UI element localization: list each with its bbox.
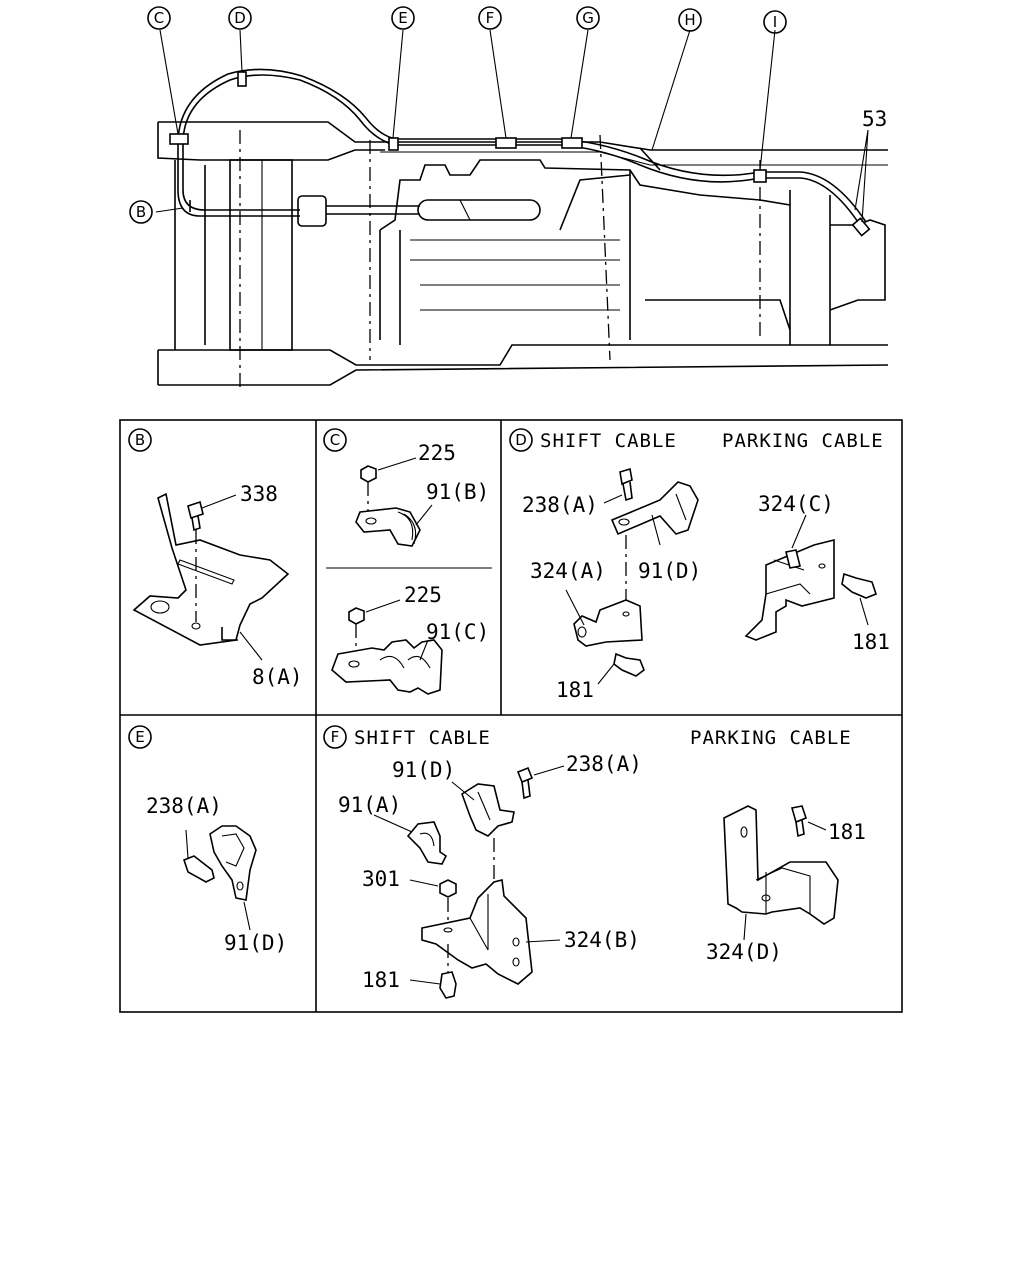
label-91b: 91(B) [426, 480, 489, 504]
callout-c: C [147, 6, 171, 30]
panel-f: F SHIFT CABLE PARKING CABLE 91(D) 238(A)… [323, 725, 866, 999]
callout-f-letter: F [486, 9, 495, 27]
label-181-f-right: 181 [828, 820, 866, 844]
callout-h: H [678, 8, 702, 32]
panel-c: C 225 91(B) 225 91(C) [323, 428, 489, 695]
callout-b-letter: B [136, 203, 146, 221]
label-91d-d: 91(D) [638, 559, 701, 583]
callout-c-letter: C [154, 9, 164, 27]
panel-f-shift-title: SHIFT CABLE [354, 727, 491, 749]
panel-d-shift-title: SHIFT CABLE [540, 430, 677, 452]
label-238a-d: 238(A) [522, 493, 598, 517]
callout-g-letter: G [582, 9, 594, 27]
panel-d-letter: D [515, 431, 527, 449]
label-225-top: 225 [418, 441, 456, 465]
label-91c: 91(C) [426, 620, 489, 644]
label-225-bottom: 225 [404, 583, 442, 607]
label-181-d-left: 181 [556, 678, 594, 702]
panel-c-letter: C [330, 431, 340, 449]
label-91d-e: 91(D) [224, 931, 287, 955]
label-238a-f: 238(A) [566, 752, 642, 776]
callout-e: E [391, 6, 415, 30]
callout-i-letter: I [773, 13, 777, 31]
overview-callout-leaders [155, 29, 869, 223]
label-238a-e: 238(A) [146, 794, 222, 818]
chassis-overview [157, 68, 889, 388]
panel-f-parking-title: PARKING CABLE [690, 727, 852, 749]
panel-e: E 238(A) 91(D) [128, 725, 287, 955]
panel-b: B 338 8(A) [128, 428, 303, 689]
part-53-label: 53 [862, 107, 887, 131]
panel-f-letter: F [331, 728, 340, 746]
label-324d: 324(D) [706, 940, 782, 964]
label-181-f-left: 181 [362, 968, 400, 992]
label-91a: 91(A) [338, 793, 401, 817]
label-338: 338 [240, 482, 278, 506]
label-91d-f: 91(D) [392, 758, 455, 782]
label-324a: 324(A) [530, 559, 606, 583]
callout-h-letter: H [684, 11, 695, 29]
label-301: 301 [362, 867, 400, 891]
panel-b-letter: B [135, 431, 145, 449]
callout-f: F [478, 6, 502, 30]
label-181-d-right: 181 [852, 630, 890, 654]
callout-b: B [129, 200, 153, 224]
detail-grid [119, 419, 903, 1013]
callout-e-letter: E [398, 9, 407, 27]
label-324c: 324(C) [758, 492, 834, 516]
label-324b: 324(B) [564, 928, 640, 952]
callout-g: G [576, 6, 600, 30]
label-8a: 8(A) [252, 665, 303, 689]
panel-e-letter: E [135, 728, 144, 746]
panel-d: D SHIFT CABLE PARKING CABLE 238(A) 91(D)… [509, 428, 890, 702]
panel-d-parking-title: PARKING CABLE [722, 430, 884, 452]
callout-d-letter: D [234, 9, 246, 27]
callout-d: D [228, 6, 252, 30]
callout-i: I [763, 10, 787, 34]
